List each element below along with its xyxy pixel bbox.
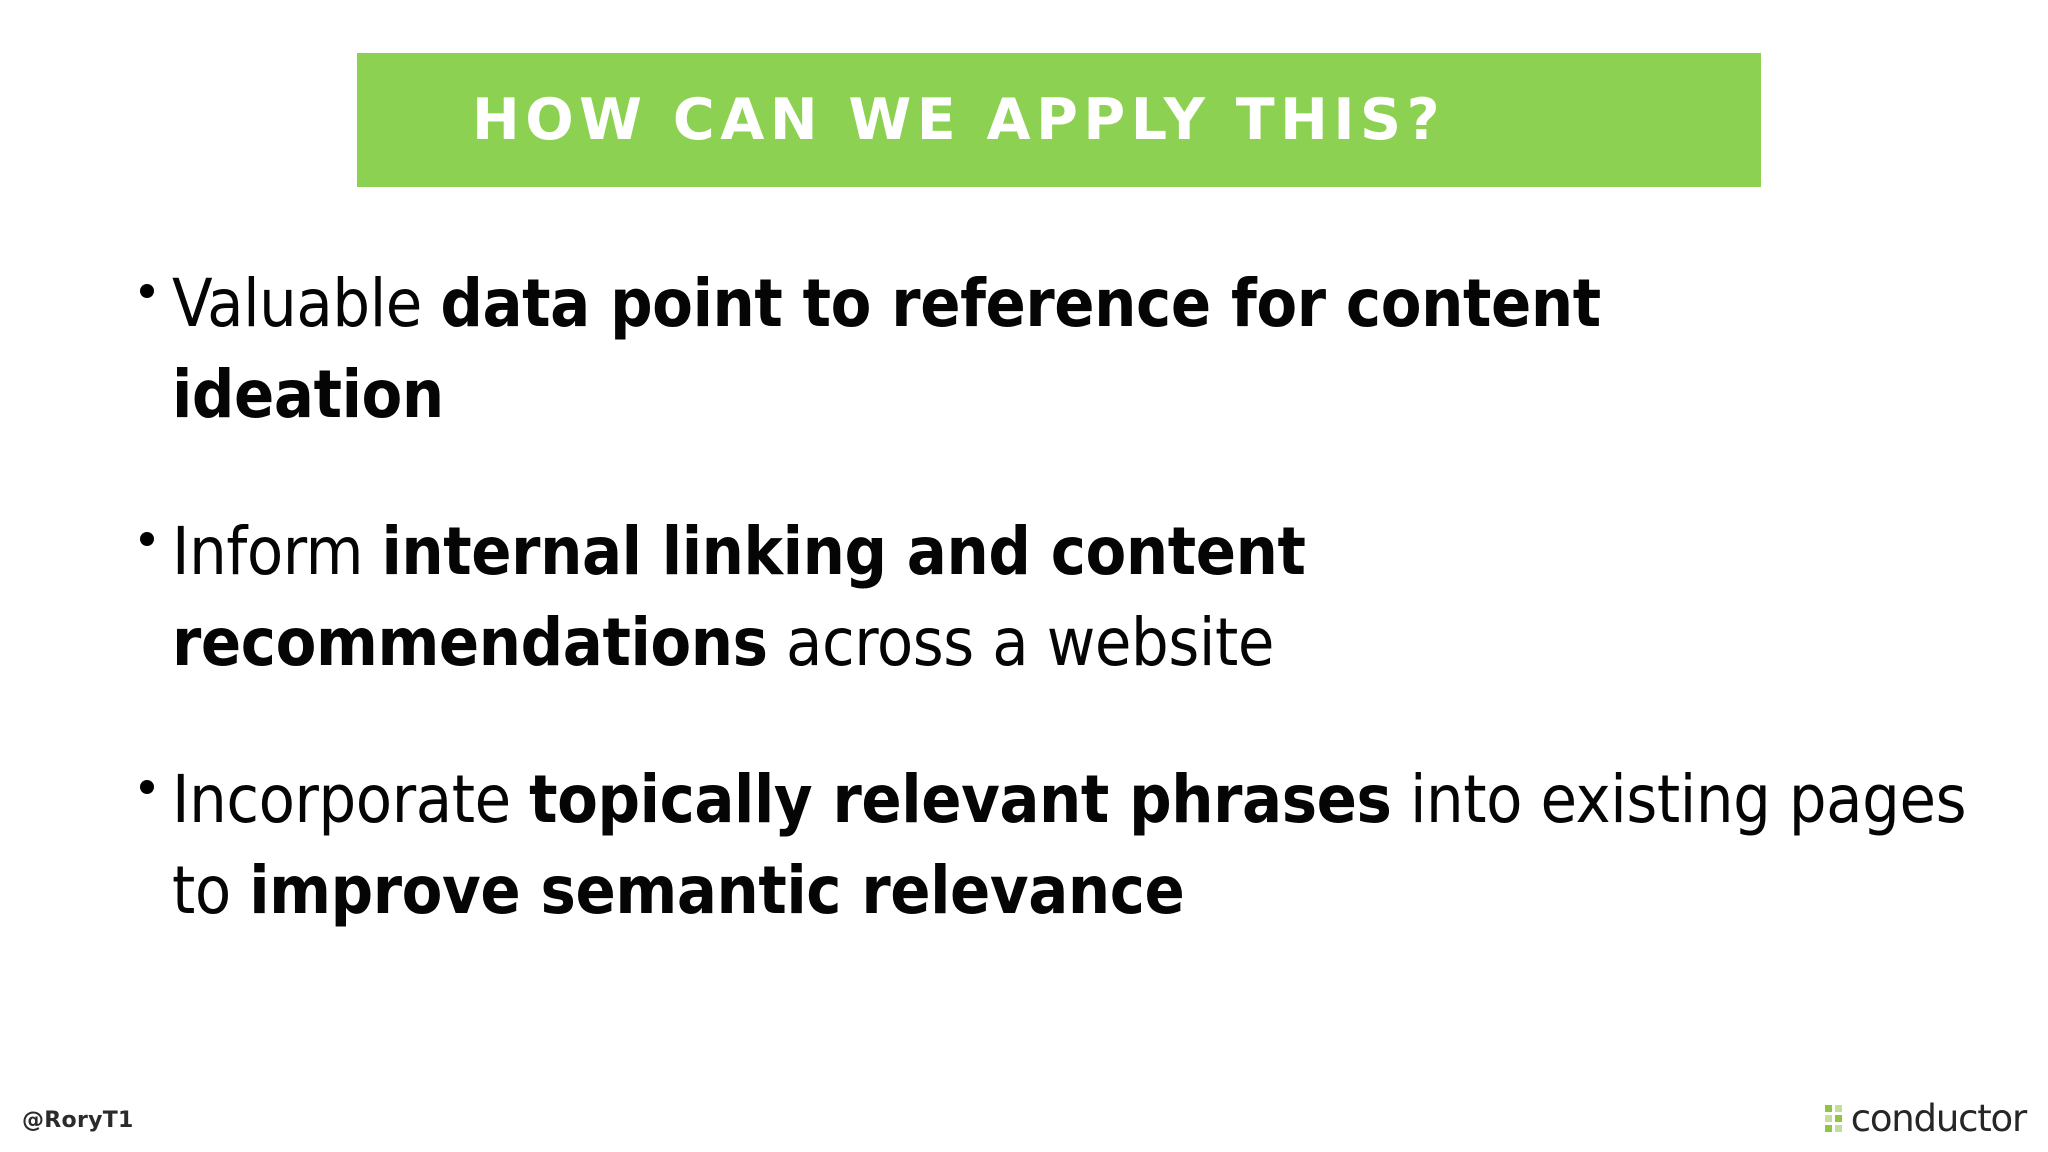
bullet-3-segment-0: Incorporate [172, 761, 530, 839]
twitter-handle: @RoryT1 [22, 1108, 134, 1133]
list-item: Valuable data point to reference for con… [140, 258, 2000, 440]
page-title: HOW CAN WE APPLY THIS? [472, 86, 1446, 153]
bullet-2-segment-1: internal linking and content recommendat… [172, 513, 1306, 682]
conductor-logo-mark-icon [1824, 1105, 1842, 1132]
bullet-3-segment-2: into existing pages to [172, 761, 1967, 930]
bullet-3-text: Incorporate topically relevant phrases i… [172, 754, 1972, 936]
bullet-marker-icon [140, 258, 172, 298]
bullet-2-text: Inform internal linking and content reco… [172, 506, 1502, 688]
bullet-3-segment-1: topically relevant phrases [529, 761, 1392, 839]
conductor-logo-wordmark: conductor [1850, 1097, 2027, 1140]
bullet-marker-icon [140, 754, 172, 795]
conductor-logo: conductor [1824, 1097, 2027, 1140]
bullet-1-segment-0: Valuable [172, 265, 441, 342]
bullet-list: Valuable data point to reference for con… [140, 258, 2000, 936]
list-item: Inform internal linking and content reco… [140, 506, 2000, 688]
bullet-2-segment-2: across a website [767, 604, 1274, 682]
list-item: Incorporate topically relevant phrases i… [140, 754, 2000, 936]
bullet-3-segment-3: improve semantic relevance [249, 852, 1185, 930]
bullet-1-segment-1: data point to reference for content idea… [172, 265, 1601, 434]
bullet-2-segment-0: Inform [172, 513, 382, 591]
title-banner: HOW CAN WE APPLY THIS? [357, 53, 1761, 187]
bullet-marker-icon [140, 506, 172, 547]
bullet-1-text: Valuable data point to reference for con… [172, 258, 1732, 440]
